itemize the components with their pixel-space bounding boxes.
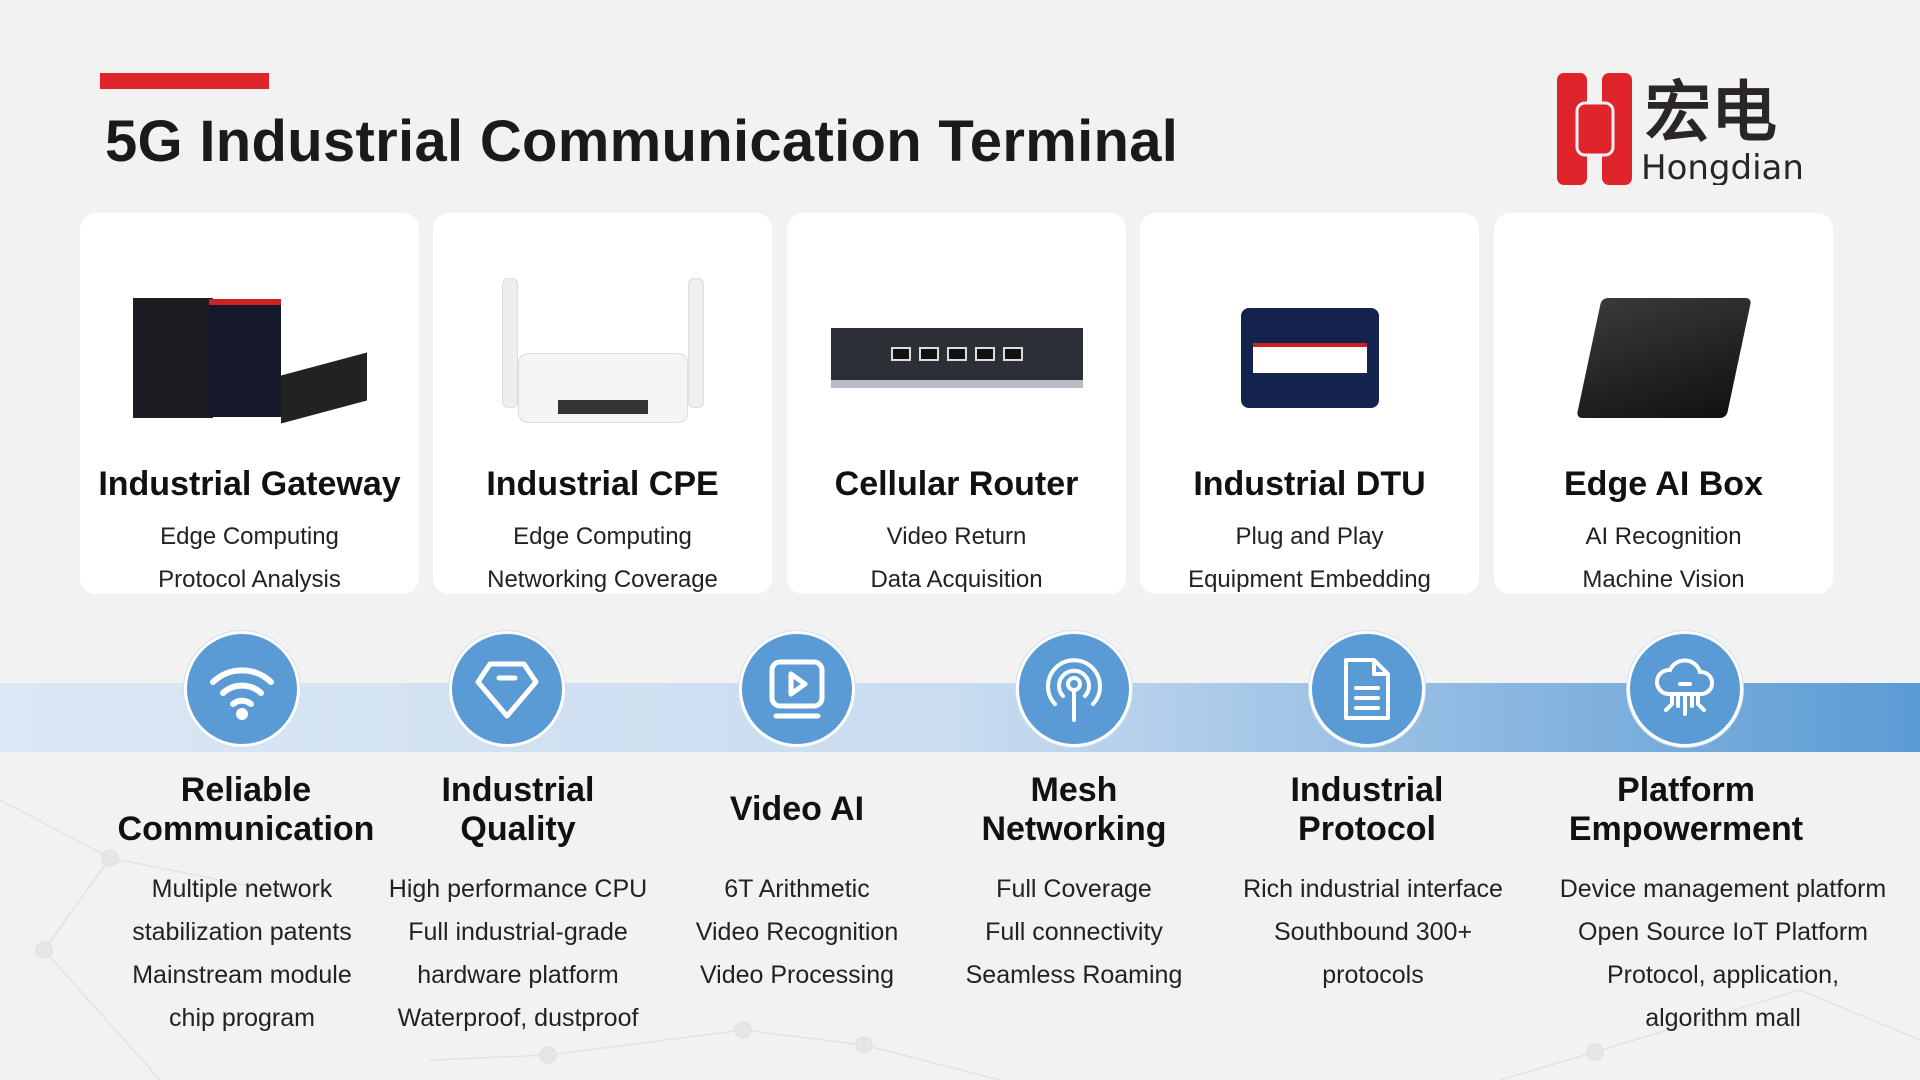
product-line: Protocol Analysis (158, 566, 341, 593)
product-title: Industrial Gateway (98, 465, 401, 503)
product-card-industrial-gateway[interactable]: Industrial Gateway Edge Computing Protoc… (80, 213, 419, 594)
product-card-cellular-router[interactable]: Cellular Router Video Return Data Acquis… (787, 213, 1126, 594)
svg-text:宏电: 宏电 (1645, 74, 1777, 151)
diamond-icon (449, 631, 565, 747)
title-accent-bar (100, 73, 269, 89)
product-line: Edge Computing (513, 523, 692, 550)
svg-text:Hongdian: Hongdian (1641, 148, 1804, 185)
page-title: 5G Industrial Communication Terminal (105, 109, 1179, 174)
video-play-icon (739, 631, 855, 747)
product-line: AI Recognition (1585, 523, 1742, 550)
product-title: Edge AI Box (1564, 465, 1763, 503)
cloud-network-icon (1627, 631, 1743, 747)
antenna-signal-icon (1016, 631, 1132, 747)
product-line: Equipment Embedding (1188, 566, 1431, 593)
product-line: Video Return (886, 523, 1027, 550)
product-line: Machine Vision (1582, 566, 1745, 593)
product-line: Data Acquisition (870, 566, 1043, 593)
document-icon (1309, 631, 1425, 747)
product-title: Cellular Router (834, 465, 1079, 503)
hongdian-logo: 宏电 Hongdian (1557, 73, 1804, 185)
product-line: Plug and Play (1235, 523, 1384, 550)
product-line: Edge Computing (160, 523, 339, 550)
product-title: Industrial CPE (486, 465, 719, 503)
edge-ai-box-image (1494, 273, 1833, 443)
wifi-icon (184, 631, 300, 747)
feature-band (0, 683, 1920, 752)
product-card-industrial-dtu[interactable]: Industrial DTU Plug and Play Equipment E… (1140, 213, 1479, 594)
industrial-gateway-image (80, 273, 419, 443)
product-line: Networking Coverage (487, 566, 718, 593)
industrial-dtu-image (1140, 273, 1479, 443)
industrial-cpe-image (433, 273, 772, 443)
product-title: Industrial DTU (1193, 465, 1426, 503)
product-card-industrial-cpe[interactable]: Industrial CPE Edge Computing Networking… (433, 213, 772, 594)
cellular-router-image (787, 273, 1126, 443)
product-card-edge-ai-box[interactable]: Edge AI Box AI Recognition Machine Visio… (1494, 213, 1833, 594)
feature-title-video-ai: Video AI (729, 790, 865, 828)
